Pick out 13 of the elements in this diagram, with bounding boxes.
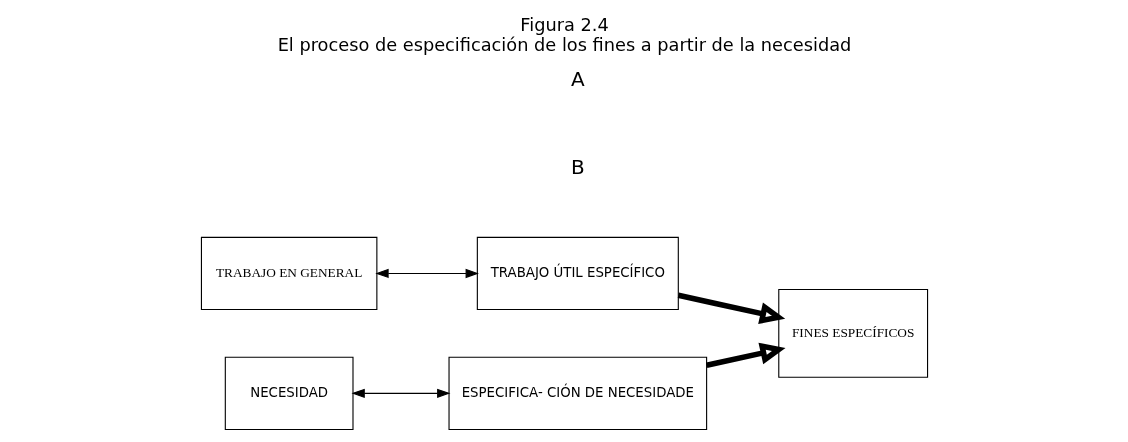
arrow bbox=[677, 292, 785, 325]
arrow bbox=[374, 268, 479, 279]
label: B bbox=[570, 154, 585, 179]
node-box: TRABAJO EN GENERAL bbox=[200, 236, 377, 311]
node-box: FINES ESPECÍFICOS bbox=[777, 289, 928, 378]
node-box: ESPECIFICA- CIÓN DE NECESIDADE bbox=[447, 356, 707, 430]
node-box: TRABAJO ÚTIL ESPECÍFICO bbox=[476, 236, 679, 311]
diagram-title: Figura 2.4 bbox=[519, 15, 609, 36]
caption: El proceso de especificación de los fines a partir de la necesidad bbox=[277, 35, 851, 56]
label: A bbox=[570, 67, 585, 92]
node-box: NECESIDAD bbox=[224, 356, 354, 430]
arrow bbox=[705, 342, 785, 369]
arrow bbox=[350, 388, 450, 399]
